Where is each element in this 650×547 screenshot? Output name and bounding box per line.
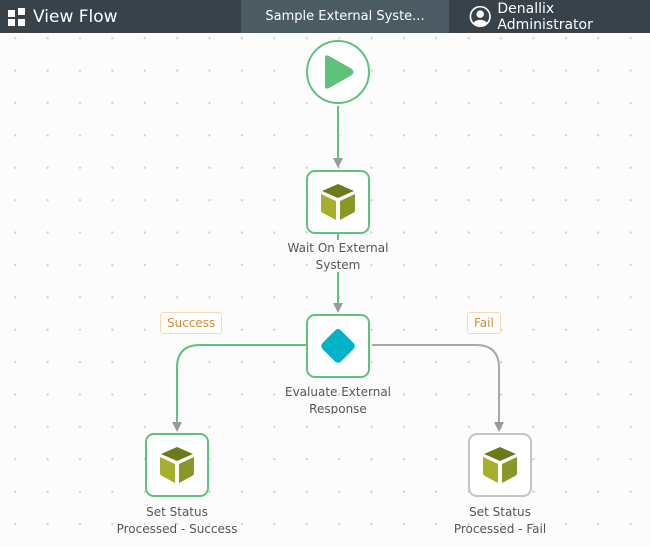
connector-fail-branch[interactable] xyxy=(372,344,504,432)
user-avatar-icon xyxy=(469,5,491,28)
node-label-wait: Wait On External System xyxy=(258,240,418,274)
node-evaluate-external-response[interactable] xyxy=(306,314,370,378)
app-title[interactable]: View Flow xyxy=(8,0,118,33)
branch-label-fail: Fail xyxy=(467,312,501,334)
flow-canvas[interactable] xyxy=(0,33,650,547)
top-bar: View Flow Sample External Syste... Denal… xyxy=(0,0,650,33)
arrow-head-icon xyxy=(494,422,504,432)
node-label-fail: Set Status Processed - Fail xyxy=(420,504,580,538)
node-label-line: Set Status xyxy=(469,505,531,519)
grid-icon xyxy=(8,8,25,26)
arrow-head-icon xyxy=(333,303,343,313)
cube-icon xyxy=(321,184,355,220)
cube-icon xyxy=(160,447,194,483)
node-wait-on-external-system[interactable] xyxy=(306,170,370,234)
app-title-text: View Flow xyxy=(33,6,118,27)
decision-diamond-icon xyxy=(321,329,355,363)
node-label-line: Set Status xyxy=(146,505,208,519)
node-label-line: Response xyxy=(309,402,367,414)
node-label-line: Processed - Success xyxy=(116,522,238,536)
arrow-head-icon xyxy=(172,422,182,432)
node-label-evaluate: Evaluate External Response xyxy=(258,384,418,414)
flow-name-tab[interactable]: Sample External Syste... xyxy=(241,0,449,33)
node-set-status-fail[interactable] xyxy=(468,433,532,497)
arrow-head-icon xyxy=(333,158,343,168)
play-icon xyxy=(325,55,354,89)
user-name: Denallix Administrator xyxy=(497,0,593,33)
connector-wait-to-evaluate[interactable] xyxy=(333,234,343,313)
node-label-line: System xyxy=(315,258,361,272)
start-node[interactable] xyxy=(306,40,370,104)
connector-success-branch[interactable] xyxy=(172,344,306,432)
flow-name-text: Sample External Syste... xyxy=(265,9,425,24)
node-label-line: Wait On External xyxy=(287,241,389,255)
node-label-success: Set Status Processed - Success xyxy=(97,504,257,538)
cube-icon xyxy=(483,447,517,483)
branch-label-success: Success xyxy=(160,312,223,334)
node-label-line: Evaluate External xyxy=(284,385,392,399)
node-set-status-success[interactable] xyxy=(145,433,209,497)
node-label-line: Processed - Fail xyxy=(453,522,547,536)
connector-start-to-wait[interactable] xyxy=(333,106,343,168)
user-menu[interactable]: Denallix Administrator xyxy=(469,0,650,33)
